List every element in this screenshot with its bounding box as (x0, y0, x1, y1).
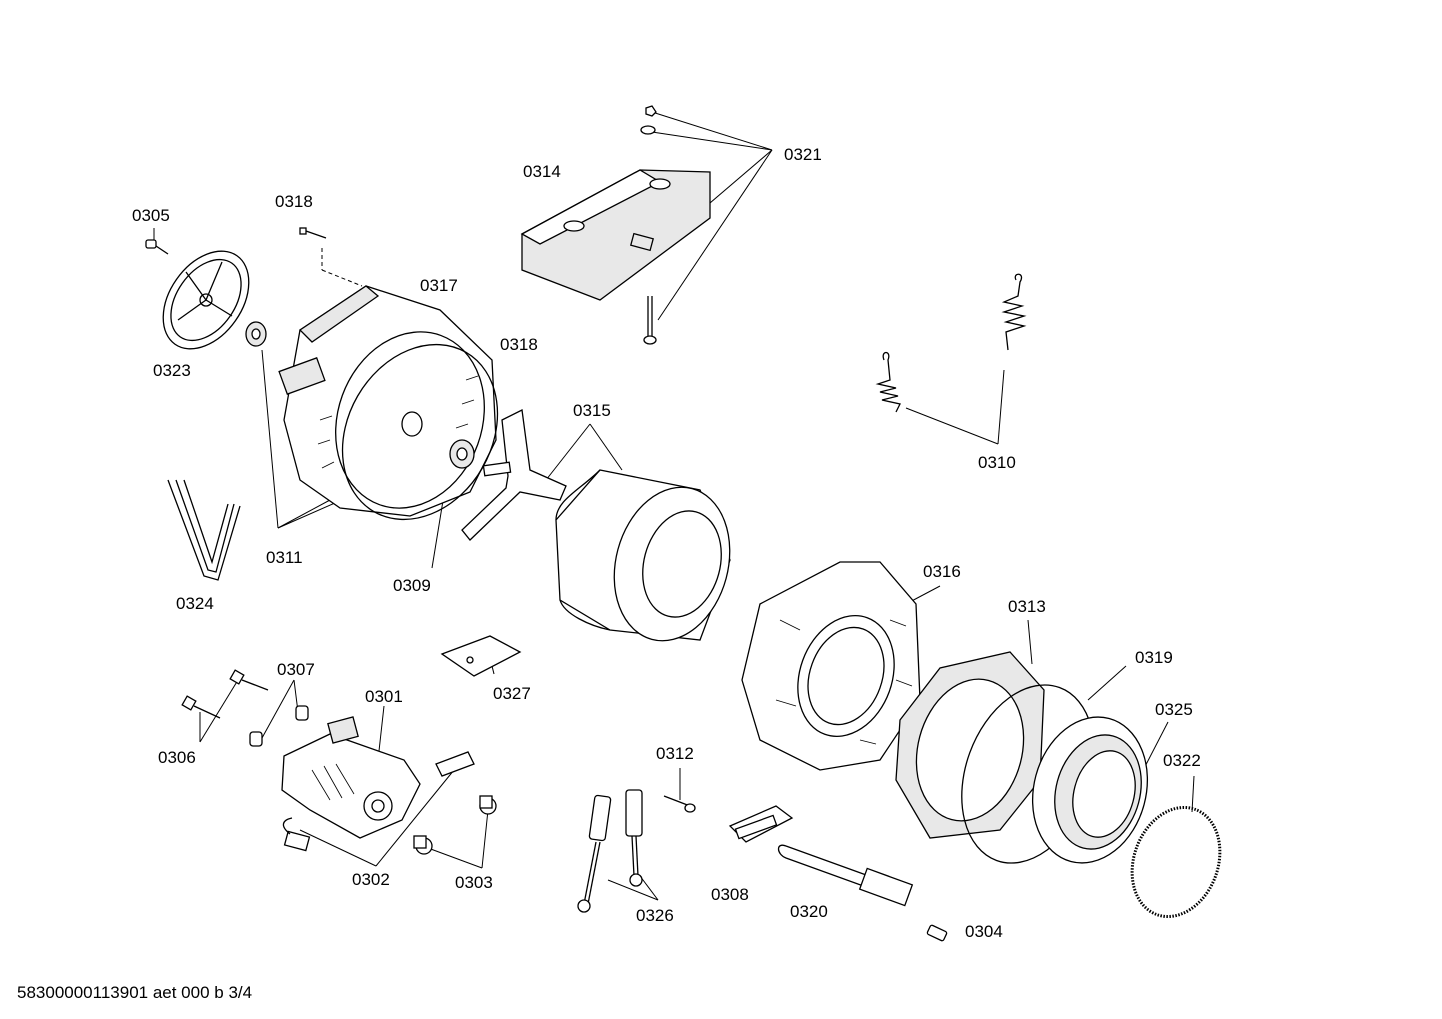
front-ring-0313 (895, 651, 1045, 839)
bushing-0303b (413, 835, 433, 855)
spring-0310-right (1001, 273, 1027, 351)
counterweight-0314 (520, 169, 711, 301)
label-0323: 0323 (153, 361, 191, 380)
label-0327: 0327 (493, 684, 531, 703)
drum-0315 (555, 469, 731, 642)
label-0315: 0315 (573, 401, 611, 420)
label-0318-screw: 0318 (275, 192, 313, 211)
brush-0302 (282, 817, 311, 852)
screw-0318 (299, 227, 327, 239)
label-0309: 0309 (393, 576, 431, 595)
screw-0305 (145, 239, 169, 255)
pulley-wheel-0323 (162, 250, 250, 350)
heater-0320 (777, 844, 914, 907)
bearing-0309 (449, 439, 475, 469)
label-0305: 0305 (132, 206, 170, 225)
document-id-footer: 58300000113901 aet 000 b 3/4 (17, 983, 252, 1002)
bearing-0311 (245, 321, 267, 347)
drum-spider-0315 (461, 409, 567, 541)
screw-0307 (229, 669, 269, 691)
sensor-bracket-0308 (728, 805, 794, 843)
clamp-ring-0322 (1130, 805, 1222, 919)
label-0313: 0313 (1008, 597, 1046, 616)
shock-absorber-0326a (577, 794, 612, 913)
label-0320: 0320 (790, 902, 828, 921)
shock-absorber-0326b (625, 789, 643, 887)
label-0306: 0306 (158, 748, 196, 767)
nut-0307a (249, 731, 263, 747)
label-0316: 0316 (923, 562, 961, 581)
bracket-0327 (440, 635, 522, 677)
label-0318-gasket: 0318 (500, 335, 538, 354)
rear-tub-0317 (278, 285, 497, 517)
label-0319: 0319 (1135, 648, 1173, 667)
label-0317: 0317 (420, 276, 458, 295)
label-0321: 0321 (784, 145, 822, 164)
label-0314: 0314 (523, 162, 561, 181)
label-0307: 0307 (277, 660, 315, 679)
gasket-ring-0318 (341, 343, 499, 521)
label-0326: 0326 (636, 906, 674, 925)
sensor-0304 (926, 924, 948, 942)
hardware-0321 (629, 105, 657, 345)
label-0325: 0325 (1155, 700, 1193, 719)
door-seal-0325 (1031, 716, 1149, 864)
bushing-0303a (479, 795, 497, 815)
label-0304: 0304 (965, 922, 1003, 941)
motor-0301 (281, 716, 475, 839)
label-0312: 0312 (656, 744, 694, 763)
label-0324: 0324 (176, 594, 214, 613)
front-tub-0316 (741, 561, 921, 771)
label-0310: 0310 (978, 453, 1016, 472)
label-0301: 0301 (365, 687, 403, 706)
screw-0306 (181, 695, 221, 719)
label-0302: 0302 (352, 870, 390, 889)
spring-0310-left (875, 351, 901, 413)
nut-0307b (295, 705, 309, 721)
label-0308: 0308 (711, 885, 749, 904)
label-0322: 0322 (1163, 751, 1201, 770)
pin-0312 (663, 795, 696, 813)
part-labels: 0301 0302 0303 0304 0305 0306 0307 0308 … (132, 145, 1201, 941)
label-0303: 0303 (455, 873, 493, 892)
label-0311: 0311 (266, 548, 303, 567)
drive-belt-0324 (167, 479, 241, 581)
